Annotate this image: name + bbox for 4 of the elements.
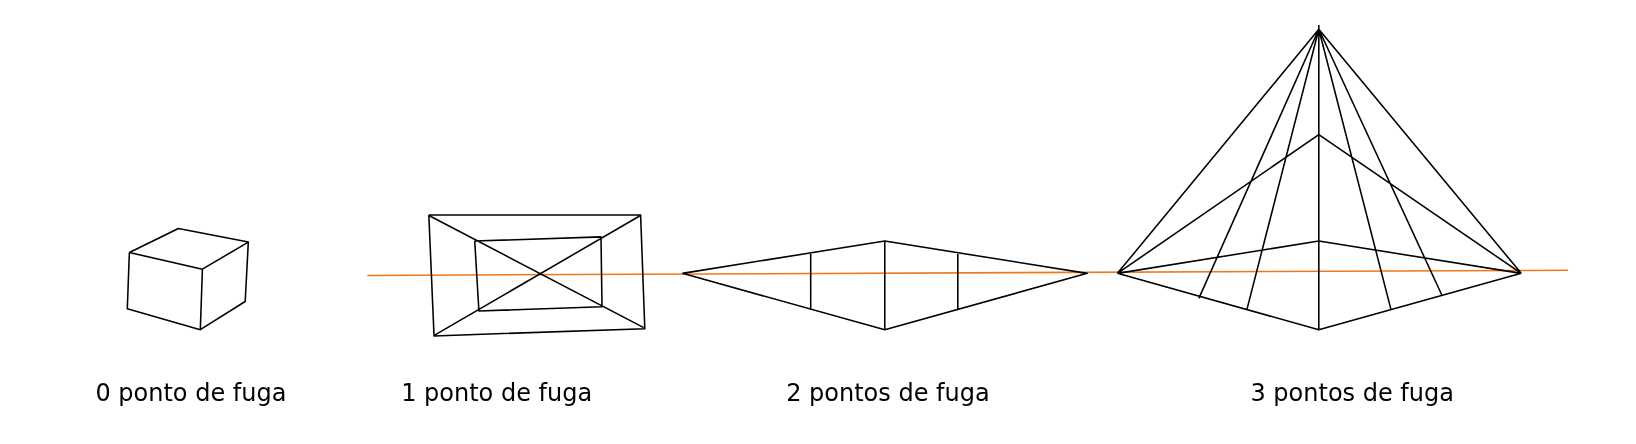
caption-text: 1 ponto de fuga (401, 379, 593, 408)
caption-text: 3 pontos de fuga (1250, 379, 1454, 408)
caption-text: 0 ponto de fuga (95, 379, 287, 408)
caption-text: 2 pontos de fuga (786, 379, 990, 408)
